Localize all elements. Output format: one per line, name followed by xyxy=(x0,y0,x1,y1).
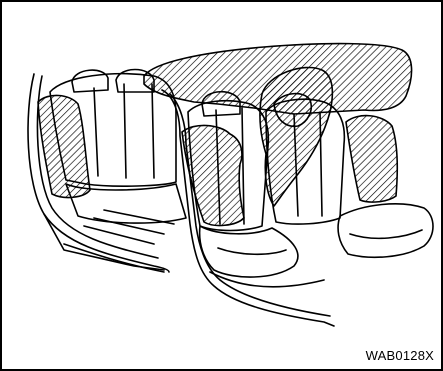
rear-seat-back-seam-3 xyxy=(152,84,154,178)
vehicle-interior-illustration xyxy=(4,4,443,371)
figure-code: WAB0128X xyxy=(366,349,434,362)
rear-headrest-left xyxy=(72,70,108,92)
front-seat-cushion-left-seam xyxy=(218,248,286,254)
front-seat-side-airbag-left xyxy=(182,125,244,225)
rear-seat-back-seam-1 xyxy=(94,88,98,176)
front-seat-cushion-right-seam xyxy=(350,230,422,238)
front-seat-side-airbag-right xyxy=(346,116,397,202)
rear-side-airbag xyxy=(38,95,90,197)
rear-floor-lines xyxy=(84,210,174,244)
rear-seat-back-seam-2 xyxy=(124,84,126,178)
